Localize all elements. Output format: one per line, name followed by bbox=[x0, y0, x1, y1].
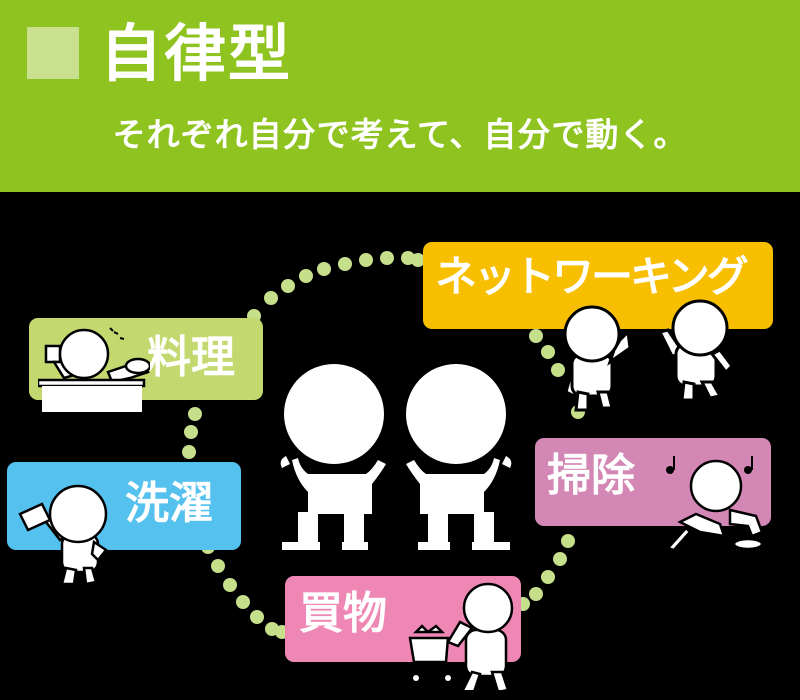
page-title: 自律型 bbox=[100, 17, 293, 90]
activity-label-cleaning: 掃除 bbox=[547, 450, 635, 501]
laundry-character-illustration bbox=[18, 484, 108, 586]
cleaning-character-illustration bbox=[665, 456, 764, 552]
center-characters-illustration bbox=[280, 364, 512, 550]
activity-label-networking: ネットワーキング bbox=[435, 252, 749, 301]
shopping-character-illustration bbox=[408, 582, 514, 690]
header-banner: 自律型 それぞれ自分で考えて、自分で動く。 bbox=[0, 0, 800, 192]
activity-label-shopping: 買物 bbox=[299, 588, 387, 639]
networking-characters-illustration bbox=[563, 299, 734, 412]
activity-laundry: 洗濯 bbox=[7, 462, 241, 550]
cooking-character-illustration bbox=[38, 327, 150, 412]
activity-label-cooking: 料理 bbox=[147, 332, 235, 383]
activity-diagram: ネットワーキング 料理 bbox=[0, 192, 800, 700]
dotted-connector-ring bbox=[182, 251, 585, 639]
header-square-icon bbox=[27, 27, 79, 79]
activity-label-laundry: 洗濯 bbox=[125, 478, 213, 529]
page-subtitle: それぞれ自分で考えて、自分で動く。 bbox=[112, 115, 688, 154]
